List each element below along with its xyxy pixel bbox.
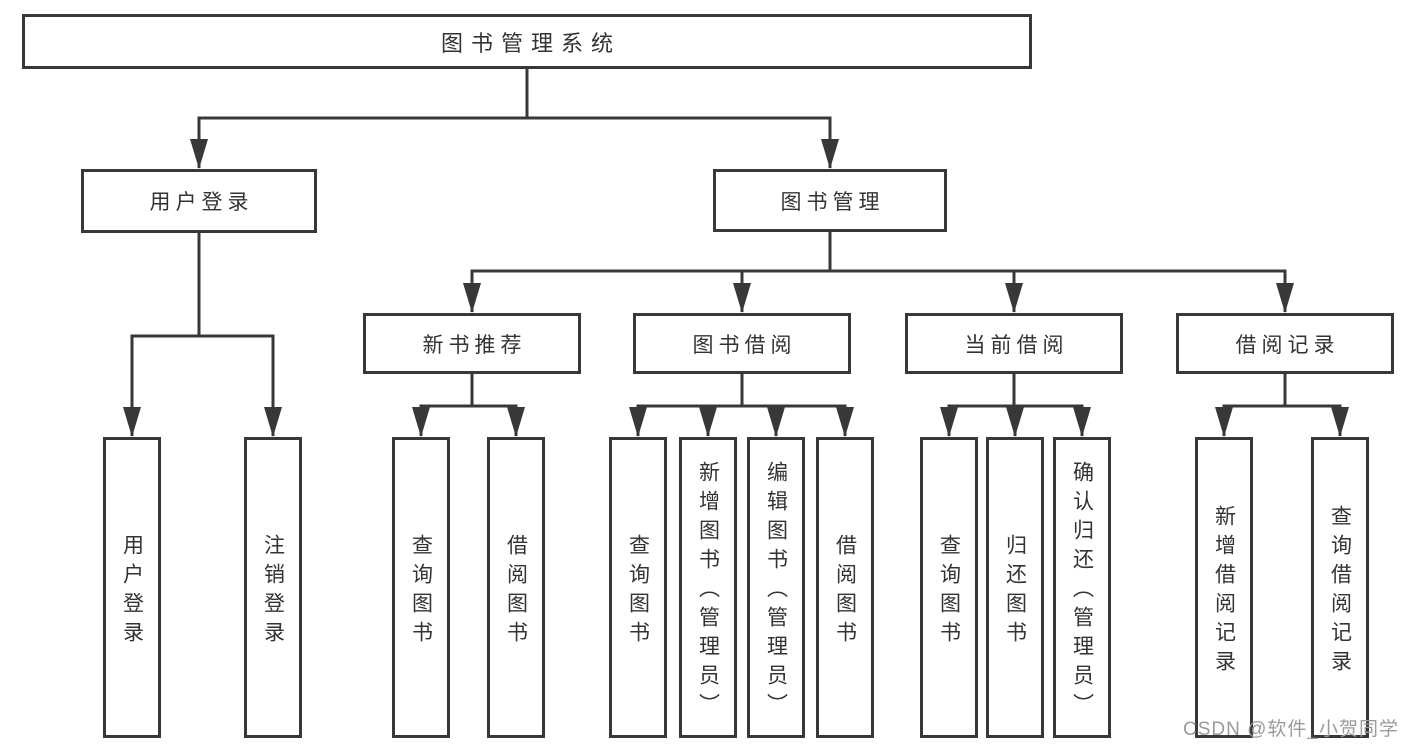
leaf-query-borrow-record: 查询借阅记录 bbox=[1311, 437, 1369, 738]
node-book-borrow: 图书借阅 bbox=[633, 313, 851, 374]
node-borrow-records: 借阅记录 bbox=[1176, 313, 1394, 374]
node-label: 确认归还（管理员） bbox=[1070, 461, 1094, 722]
leaf-borrow-books-recommend: 借阅图书 bbox=[487, 437, 545, 738]
node-label: 图书借阅 bbox=[692, 333, 797, 357]
node-label: 新增借阅记录 bbox=[1212, 504, 1236, 679]
node-label: 新书推荐 bbox=[422, 333, 527, 357]
node-book-management: 图书管理 bbox=[713, 169, 947, 232]
node-label: 编辑图书（管理员） bbox=[764, 461, 788, 722]
node-user-login: 用户登录 bbox=[81, 169, 317, 233]
node-new-book-recommend: 新书推荐 bbox=[363, 313, 581, 374]
node-label: 借阅记录 bbox=[1235, 333, 1340, 357]
leaf-return-books: 归还图书 bbox=[986, 437, 1044, 738]
node-current-borrow: 当前借阅 bbox=[905, 313, 1123, 374]
node-label: 新增图书（管理员） bbox=[696, 461, 720, 722]
node-label: 查询图书 bbox=[409, 533, 433, 650]
node-label: 注销登录 bbox=[261, 533, 285, 650]
leaf-edit-books-admin: 编辑图书（管理员） bbox=[747, 437, 805, 738]
node-label: 查询图书 bbox=[626, 533, 650, 650]
node-label: 当前借阅 bbox=[964, 333, 1069, 357]
node-label: 用户登录 bbox=[149, 191, 254, 214]
csdn-watermark: CSDN @软件_小贺同学 bbox=[1183, 719, 1399, 740]
leaf-add-borrow-record: 新增借阅记录 bbox=[1195, 437, 1253, 738]
node-label: 借阅图书 bbox=[833, 533, 857, 650]
node-label: 借阅图书 bbox=[504, 533, 528, 650]
node-label: 归还图书 bbox=[1003, 533, 1027, 650]
leaf-borrow-books: 借阅图书 bbox=[816, 437, 874, 738]
leaf-query-books-borrow: 查询图书 bbox=[609, 437, 667, 738]
node-label: 查询借阅记录 bbox=[1328, 504, 1352, 679]
leaf-query-books-current: 查询图书 bbox=[920, 437, 978, 738]
leaf-add-books-admin: 新增图书（管理员） bbox=[679, 437, 737, 738]
node-label: 查询图书 bbox=[937, 533, 961, 650]
node-label: 图书管理 bbox=[780, 190, 885, 214]
leaf-confirm-return-admin: 确认归还（管理员） bbox=[1053, 437, 1111, 738]
node-label: 图书管理系统 bbox=[440, 30, 621, 56]
leaf-query-books-recommend: 查询图书 bbox=[392, 437, 450, 738]
leaf-logout: 注销登录 bbox=[244, 437, 302, 738]
leaf-user-login: 用户登录 bbox=[103, 437, 161, 738]
node-library-management-system: 图书管理系统 bbox=[22, 14, 1032, 69]
node-label: 用户登录 bbox=[120, 533, 144, 650]
